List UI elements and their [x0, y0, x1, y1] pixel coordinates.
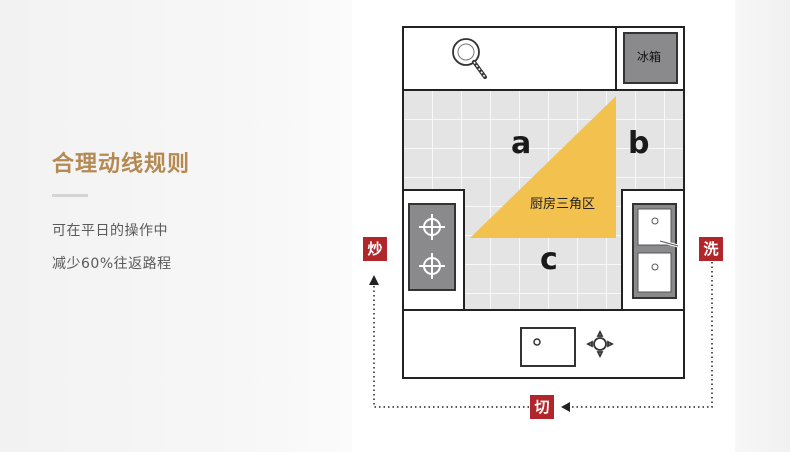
fridge-label: 冰箱: [637, 50, 662, 64]
fridge-icon: [623, 32, 678, 84]
description-line-1: 可在平日的操作中: [52, 223, 168, 239]
cutting-board-icon: [520, 327, 576, 367]
triangle-label: 厨房三角区: [530, 197, 596, 212]
intro-panel: [0, 0, 352, 452]
zone-label-c: c: [540, 242, 558, 277]
wash-tag: 洗: [699, 237, 723, 261]
title-divider: [52, 194, 88, 197]
arrow-head-to-stir: [369, 275, 379, 285]
top-counter: [402, 26, 617, 91]
description-line-2: 减少60%往返路程: [52, 256, 172, 272]
arrow-head-to-cut: [561, 402, 570, 412]
zone-label-a: a: [511, 126, 532, 161]
sink-icon: [632, 203, 679, 299]
zone-label-b: b: [628, 126, 650, 161]
gear-icon: [585, 329, 615, 359]
stir-fry-tag: 炒: [363, 237, 387, 261]
right-margin-panel: [735, 0, 790, 452]
section-title: 合理动线规则: [52, 152, 191, 177]
cut-tag: 切: [530, 395, 554, 419]
work-triangle: [470, 96, 616, 238]
burner-icon: [419, 214, 445, 279]
pan-icon: [452, 38, 487, 79]
flow-arrow-wash-to-cut: [568, 262, 713, 408]
